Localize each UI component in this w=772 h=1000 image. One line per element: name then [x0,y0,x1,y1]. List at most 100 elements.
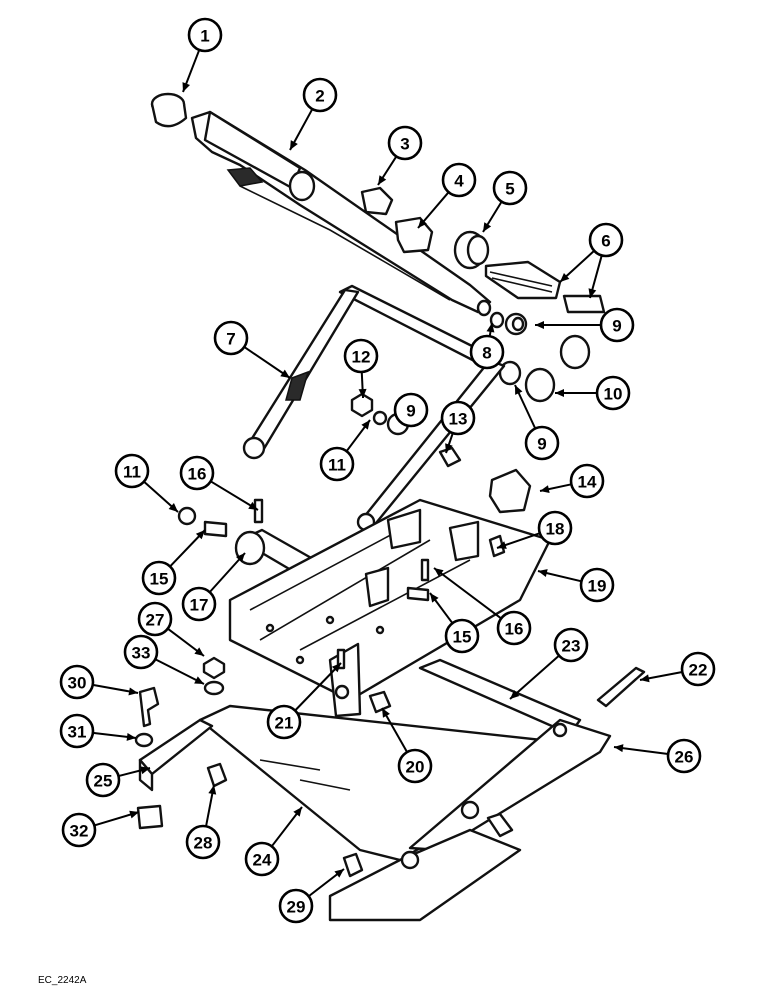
leader-arrowhead [640,674,650,683]
leader-arrowhead [378,175,387,185]
callout-number: 16 [188,465,207,484]
leader-arrowhead [515,385,523,395]
callout-13: 13 [440,400,476,436]
callout-circle [496,610,532,646]
callout-circle [524,425,560,461]
leader-arrowhead [382,708,390,718]
part-base-plate [228,498,552,718]
leader-arrowhead [555,389,564,397]
callout-circle [440,400,476,436]
callout-number: 15 [150,570,169,589]
callout-11: 11 [114,453,150,489]
callout-number: 7 [226,330,235,349]
callout-number: 21 [275,714,294,733]
callout-circle [444,618,480,654]
callout-21: 21 [266,704,302,740]
leader-arrowhead [168,503,178,512]
part-sleeve [150,92,188,128]
callout-number: 32 [70,822,89,841]
callout-circle [179,455,215,491]
callout-number: 30 [68,674,87,693]
callout-number: 3 [400,135,409,154]
leader-line [613,746,669,755]
leader-arrowhead [445,443,453,453]
callout-24: 24 [244,841,280,877]
callout-circle [278,888,314,924]
leader-arrowhead [208,785,217,795]
part-lower-frame [198,658,612,922]
part-top-rail [190,110,492,317]
callout-circle [185,824,221,860]
callout-22: 22 [680,651,716,687]
part-shims [484,260,606,314]
callout-number: 29 [287,898,306,917]
callout-9: 9 [524,425,560,461]
leader-arrowhead [430,593,439,603]
callout-20: 20 [397,748,433,784]
leader-arrowhead [140,766,150,775]
callout-circle [680,651,716,687]
leader-arrowhead [358,388,367,398]
leader-arrowhead [538,569,548,577]
callout-circle [137,601,173,637]
callout-circle [61,812,97,848]
leader-line [509,654,560,700]
part-washer [489,311,505,329]
leader-line [243,346,291,379]
callout-number: 16 [505,620,524,639]
callout-circle [588,222,624,258]
callout-circle [59,664,95,700]
leader-arrowhead [236,553,245,563]
callout-32: 32 [61,812,97,848]
callout-number: 8 [482,344,491,363]
callout-12: 12 [343,338,379,374]
callout-number: 20 [406,758,425,777]
callout-number: 24 [253,851,272,870]
callout-29: 29 [278,888,314,924]
callout-number: 11 [328,456,346,475]
callout-number: 23 [562,637,581,656]
part-screw [488,534,506,558]
callout-10: 10 [595,375,631,411]
callout-number: 18 [546,520,565,539]
leader-arrowhead [483,222,492,232]
leader-arrowhead [126,732,136,741]
callout-17: 17 [181,586,217,622]
part-bolt-28 [206,762,228,788]
callout-15: 15 [141,560,177,596]
callout-circle [343,338,379,374]
callout-circle [599,307,635,343]
leader-line [433,567,502,620]
callout-9: 9 [393,392,429,428]
drawing-code: EC_2242A [38,975,87,986]
leader-arrowhead [128,687,138,696]
part-left-rail [138,718,214,792]
part-spacer [504,312,528,336]
leader-arrowhead [614,744,624,753]
part-bolt-left [138,686,160,728]
callout-number: 26 [675,748,694,767]
callout-circle [393,392,429,428]
part-bracket [394,216,434,254]
callout-9: 9 [599,307,635,343]
callout-circle [441,162,477,198]
callout-27: 27 [137,601,173,637]
callout-circle [85,762,121,798]
callout-number: 11 [123,463,141,482]
callout-26: 26 [666,738,702,774]
callout-number: 25 [94,772,113,791]
part-lock-washer [134,732,154,748]
callout-circle [181,586,217,622]
leader-arrowhead [497,541,507,549]
leader-arrowhead [290,140,298,150]
part-roll-pin-right [420,558,430,582]
part-washer-lower [203,680,225,696]
callout-6: 6 [588,222,624,258]
callout-number: 12 [352,348,371,367]
callout-16: 16 [179,455,215,491]
leader-arrowhead [248,501,258,510]
leader-arrowhead [540,485,550,494]
leader-line [210,480,259,511]
